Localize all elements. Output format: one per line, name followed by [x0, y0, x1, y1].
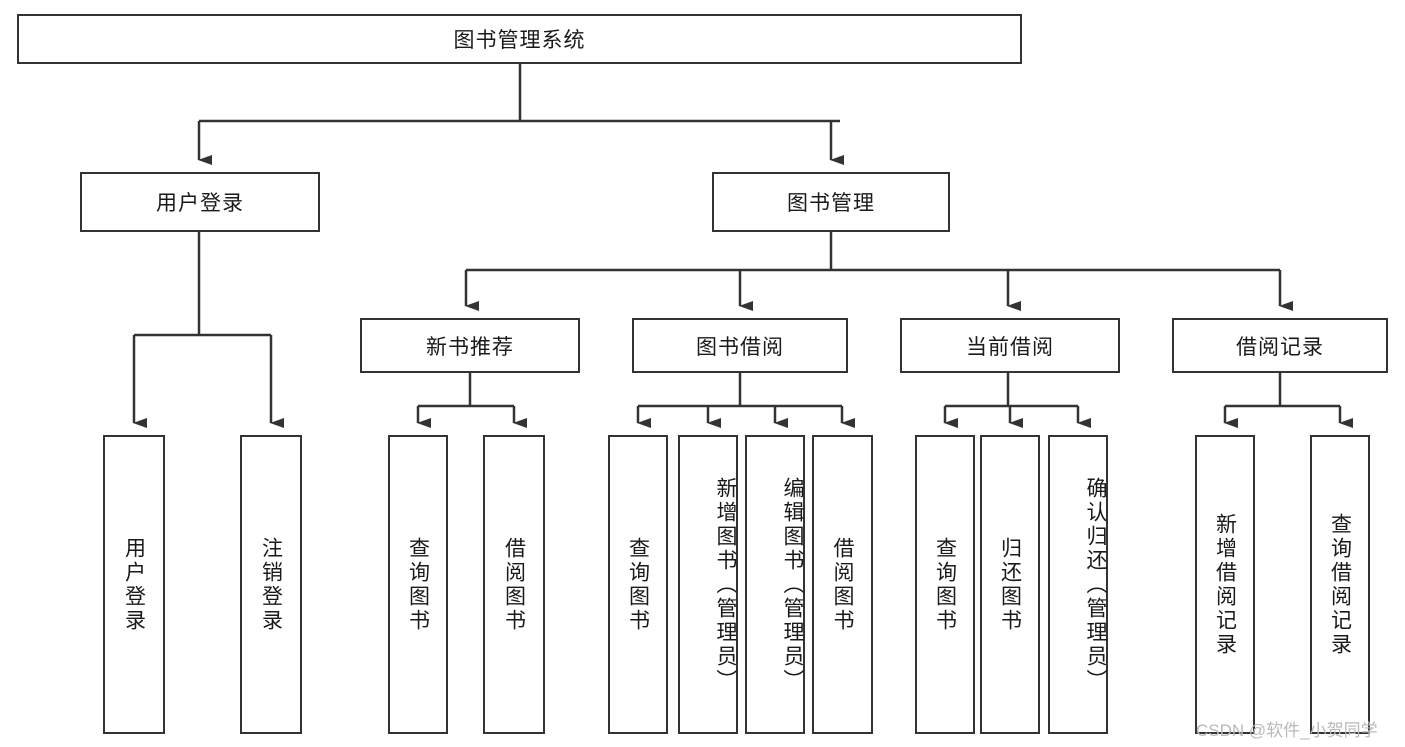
- borrow-to-leaves: [636, 373, 855, 428]
- leaf-logout-label: 注销登录: [259, 536, 283, 633]
- leaf-add-borrow-record-label: 新增借阅记录: [1213, 512, 1237, 657]
- root-to-level2: [197, 64, 844, 165]
- node-new-book-recommend-label: 新书推荐: [426, 335, 514, 359]
- node-borrow-record[interactable]: 借阅记录: [1172, 318, 1388, 373]
- leaf-add-book-admin[interactable]: 新增图书（管理员）: [678, 435, 738, 734]
- leaf-edit-book-admin[interactable]: 编辑图书（管理员）: [745, 435, 805, 734]
- leaf-add-book-admin-label: 新增图书（管理员）: [714, 476, 737, 693]
- leaf-borrow-book-recommend-label: 借阅图书: [502, 536, 526, 633]
- node-book-management-label: 图书管理: [787, 192, 875, 215]
- leaf-query-book-current-label: 查询图书: [933, 536, 957, 633]
- node-book-management[interactable]: 图书管理: [712, 172, 950, 232]
- leaf-edit-book-admin-label: 编辑图书（管理员）: [781, 476, 804, 693]
- login-to-leaves: [132, 232, 284, 428]
- record-to-leaves: [1223, 373, 1353, 428]
- leaf-query-book-recommend[interactable]: 查询图书: [388, 435, 448, 734]
- current-to-leaves: [943, 373, 1091, 428]
- node-root-label: 图书管理系统: [453, 29, 586, 52]
- node-book-borrow-label: 图书借阅: [696, 335, 784, 359]
- node-borrow-record-label: 借阅记录: [1236, 335, 1324, 359]
- leaf-borrow-book-recommend[interactable]: 借阅图书: [483, 435, 545, 734]
- leaf-query-book-current[interactable]: 查询图书: [915, 435, 975, 734]
- node-current-borrow[interactable]: 当前借阅: [900, 318, 1120, 373]
- leaf-query-borrow-record-label: 查询借阅记录: [1328, 512, 1352, 657]
- node-user-login-label: 用户登录: [156, 192, 244, 215]
- leaf-query-book-borrow-label: 查询图书: [626, 536, 650, 633]
- leaf-borrow-book-label: 借阅图书: [831, 536, 854, 633]
- node-current-borrow-label: 当前借阅: [966, 335, 1054, 359]
- csdn-watermark: CSDN @软件_小贺同学: [1196, 721, 1378, 740]
- leaf-query-book-borrow[interactable]: 查询图书: [608, 435, 668, 734]
- node-new-book-recommend[interactable]: 新书推荐: [360, 318, 580, 373]
- leaf-confirm-return-admin[interactable]: 确认归还（管理员）: [1048, 435, 1108, 734]
- book-mgmt-to-level3: [464, 232, 1293, 311]
- leaf-confirm-return-admin-label: 确认归还（管理员）: [1084, 476, 1107, 693]
- leaf-user-login[interactable]: 用户登录: [103, 435, 165, 734]
- leaf-return-book[interactable]: 归还图书: [980, 435, 1040, 734]
- leaf-query-book-recommend-label: 查询图书: [406, 536, 430, 633]
- node-book-borrow[interactable]: 图书借阅: [632, 318, 848, 373]
- node-root[interactable]: 图书管理系统: [17, 14, 1022, 64]
- newbook-to-leaves: [416, 373, 527, 428]
- leaf-borrow-book[interactable]: 借阅图书: [812, 435, 873, 734]
- node-user-login[interactable]: 用户登录: [80, 172, 320, 232]
- leaf-return-book-label: 归还图书: [998, 536, 1022, 633]
- leaf-add-borrow-record[interactable]: 新增借阅记录: [1195, 435, 1255, 734]
- leaf-logout[interactable]: 注销登录: [240, 435, 302, 734]
- leaf-user-login-label: 用户登录: [122, 536, 146, 633]
- leaf-query-borrow-record[interactable]: 查询借阅记录: [1310, 435, 1370, 734]
